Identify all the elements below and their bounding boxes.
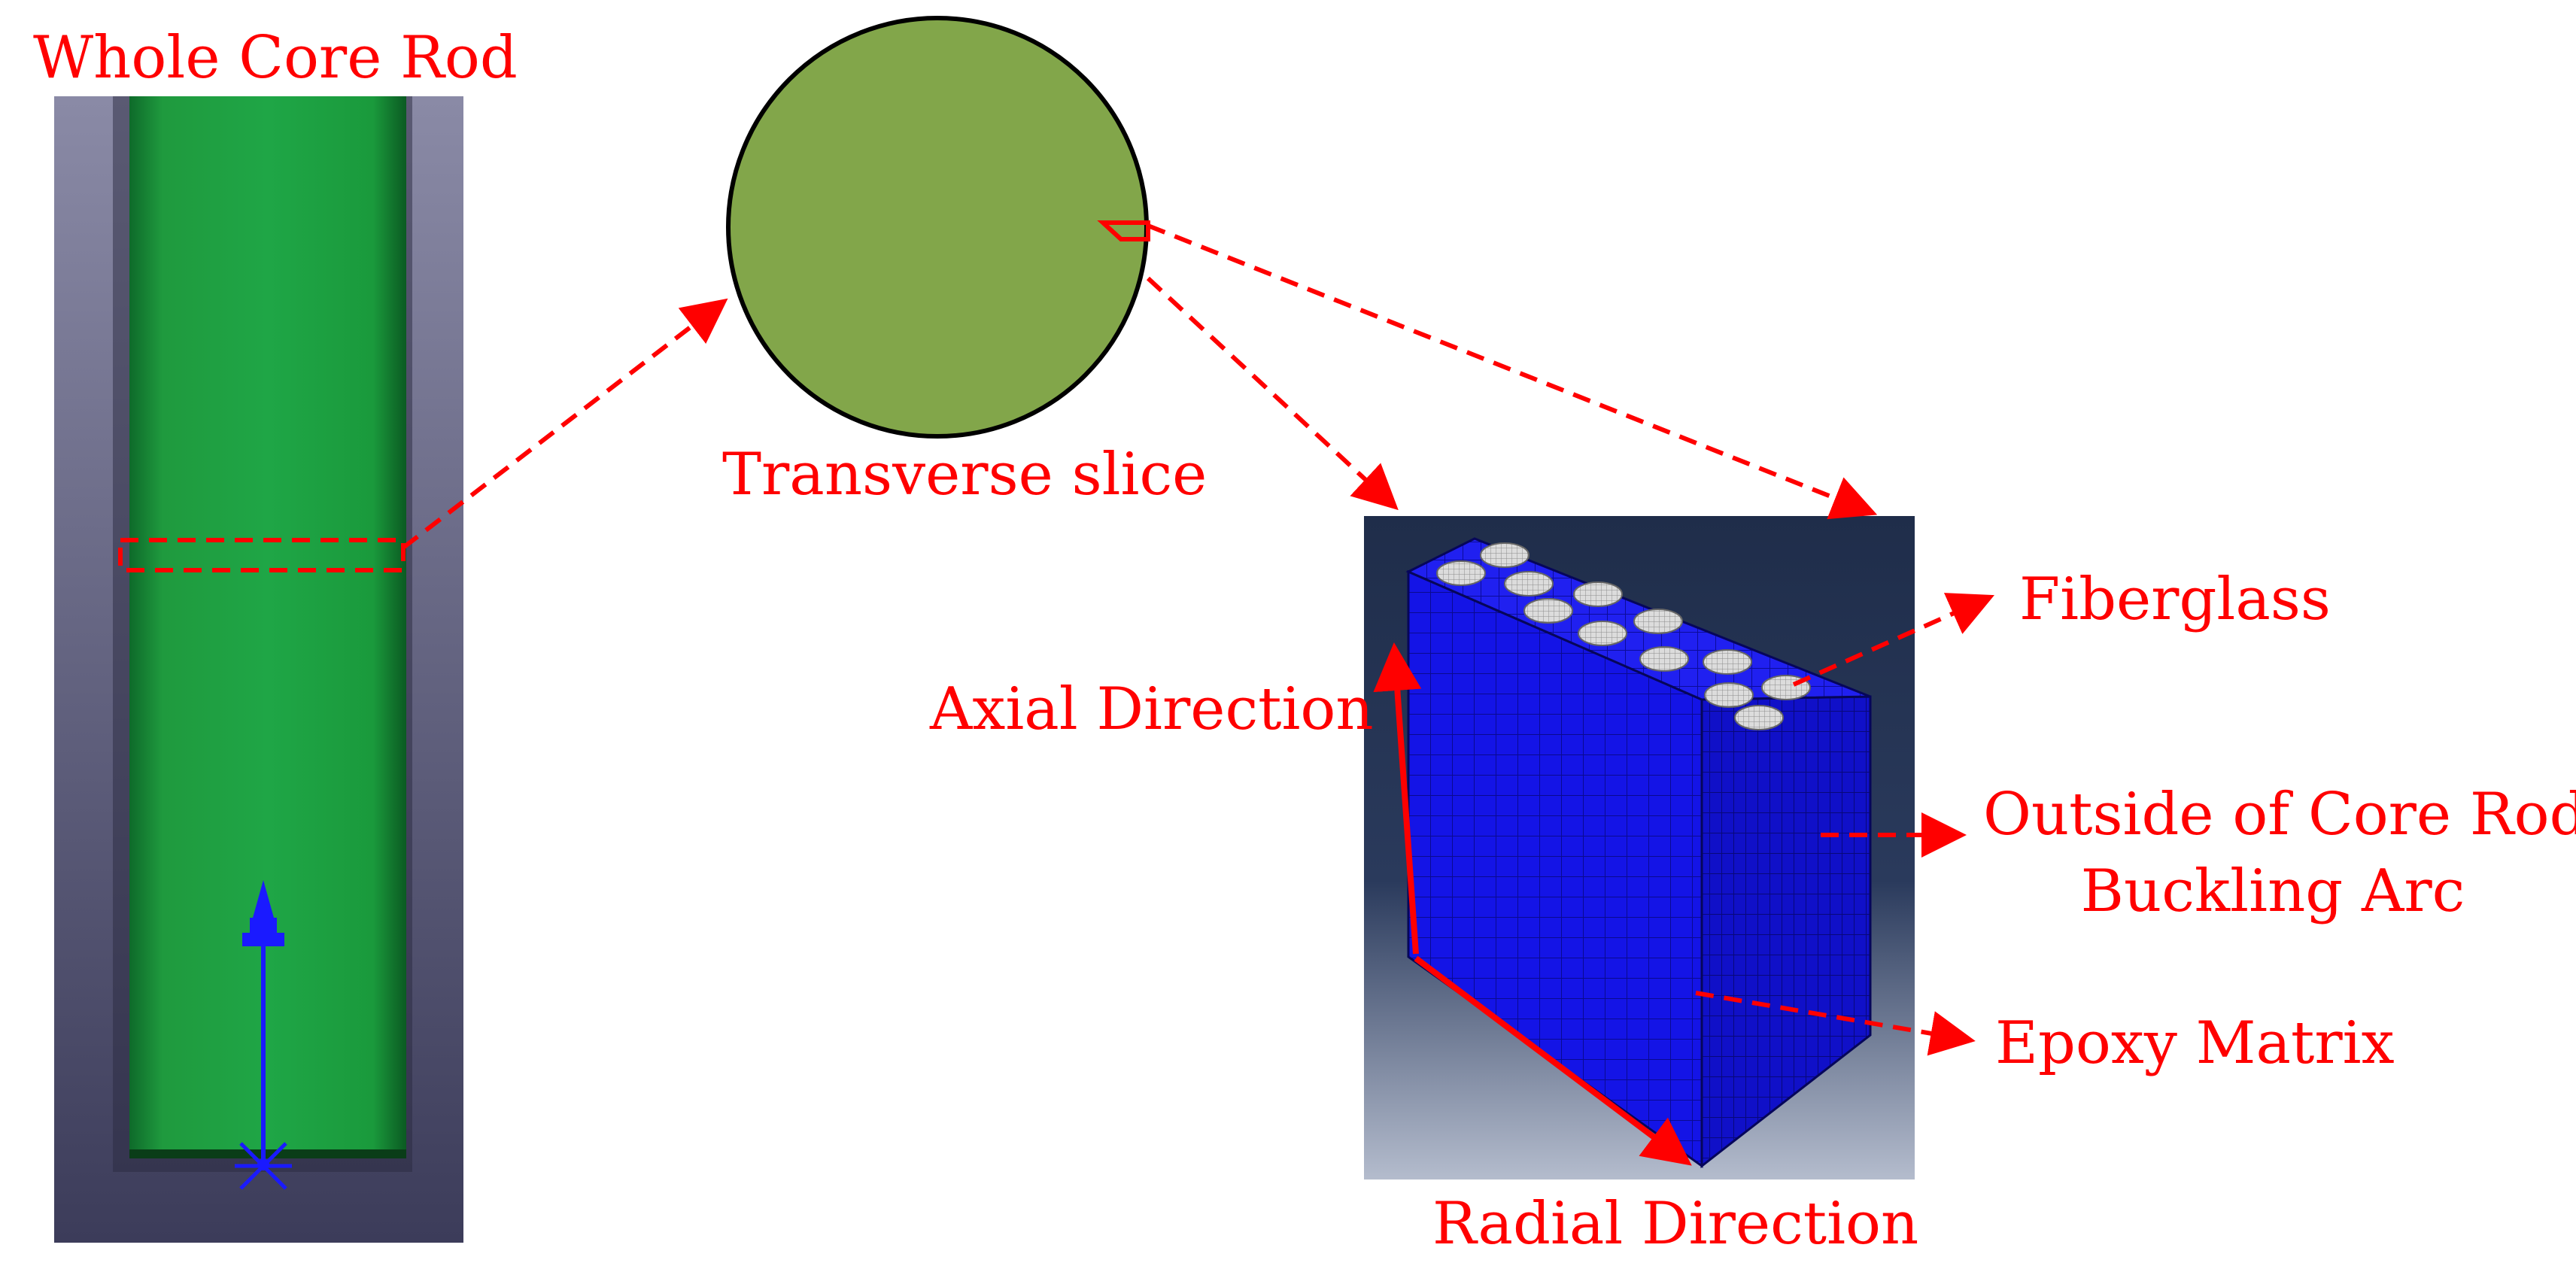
rve-model-view bbox=[1364, 516, 1915, 1179]
whole-core-rod-label: Whole Core Rod bbox=[33, 24, 518, 92]
rod-to-slice-arrow bbox=[402, 298, 728, 550]
core-rod-bottom-edge bbox=[129, 1149, 406, 1158]
slice-to-block-right-arrow bbox=[1147, 223, 1878, 520]
fiber bbox=[1573, 581, 1623, 607]
fiberglass-leader-arrow bbox=[1792, 593, 1994, 687]
axis-arrow-icon bbox=[235, 880, 292, 1190]
fiber bbox=[1436, 560, 1486, 586]
epoxy-matrix-label: Epoxy Matrix bbox=[1995, 1009, 2395, 1077]
fiber bbox=[1633, 609, 1683, 634]
axial-direction-arrow bbox=[1373, 642, 1422, 955]
outside-of-core-rod-label: Outside of Core Rod bbox=[1983, 781, 2576, 849]
fiber bbox=[1578, 621, 1627, 646]
fiber bbox=[1703, 649, 1752, 675]
transverse-slice-view bbox=[726, 16, 1150, 439]
epoxy-leader-arrow bbox=[1695, 991, 1976, 1056]
fiber bbox=[1734, 705, 1784, 730]
fiber bbox=[1523, 598, 1573, 624]
transverse-slice-disc bbox=[726, 16, 1149, 439]
radial-direction-label: Radial Direction bbox=[1432, 1190, 1919, 1258]
fiberglass-fibers bbox=[1436, 542, 1811, 730]
slice-sample-marker bbox=[1097, 220, 1150, 241]
rod-slice-highlight bbox=[118, 538, 406, 572]
fiber bbox=[1639, 646, 1689, 672]
core-rod-body bbox=[129, 96, 406, 1155]
transverse-slice-label: Transverse slice bbox=[722, 441, 1208, 509]
whole-core-rod-view bbox=[54, 96, 463, 1243]
radial-direction-arrow bbox=[1414, 955, 1692, 1166]
buckling-arc-label: Buckling Arc bbox=[2080, 858, 2465, 925]
leader-arrows bbox=[402, 223, 1994, 1056]
fiber bbox=[1504, 571, 1554, 597]
axial-direction-label: Axial Direction bbox=[930, 676, 1374, 743]
fiber bbox=[1704, 682, 1754, 708]
fiberglass-label: Fiberglass bbox=[2019, 566, 2331, 633]
fiber bbox=[1480, 542, 1530, 568]
